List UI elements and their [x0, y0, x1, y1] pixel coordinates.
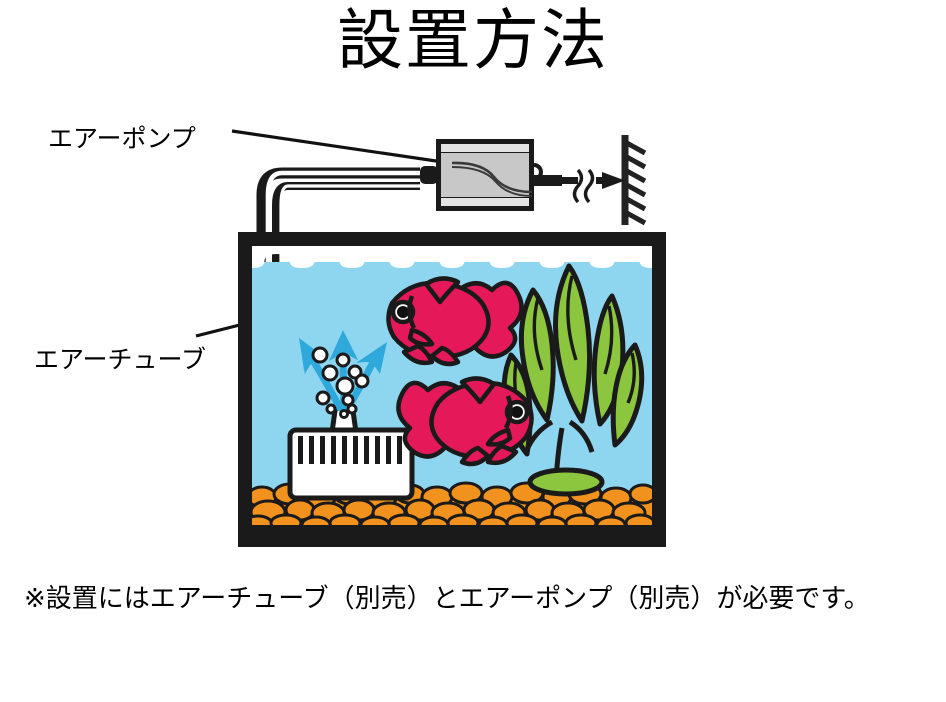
air-pump [420, 139, 534, 211]
goldfish-lower [396, 376, 534, 467]
water-surface [0, 246, 652, 268]
page-title: 設置方法 [337, 2, 609, 79]
bubbles [311, 346, 370, 419]
power-cord [525, 163, 625, 204]
air-tube-label: エアーチューブ [34, 345, 207, 374]
leader-line-air-pump [231, 129, 471, 168]
footnote-text: ※設置にはエアーチューブ（別売）とエアーポンプ（別売）が必要です。 [24, 584, 870, 614]
wall-mount [621, 135, 647, 226]
tank-frame [238, 232, 666, 547]
goldfish-upper [386, 276, 524, 367]
aquarium-tank [0, 232, 666, 547]
air-pump-label: エアーポンプ [48, 124, 196, 153]
